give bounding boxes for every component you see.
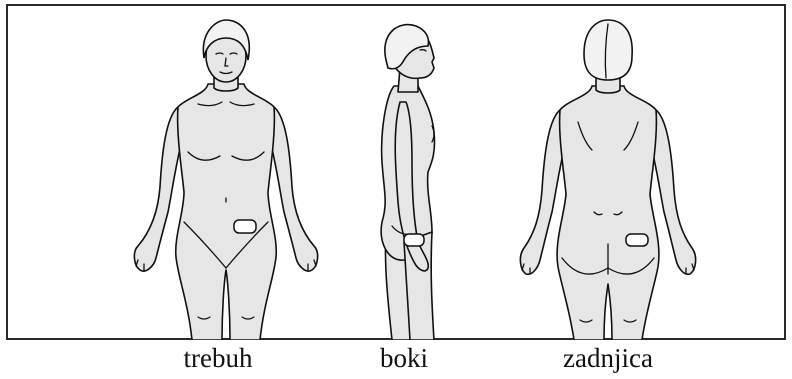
illustration-frame: [6, 4, 786, 340]
back-patch: [626, 234, 648, 246]
front-view-figure: [126, 12, 326, 340]
label-back: zadnjica: [508, 343, 708, 373]
front-patch: [234, 220, 256, 233]
label-front: trebuh: [118, 343, 318, 373]
side-view-figure: [348, 12, 468, 340]
side-patch: [404, 234, 424, 246]
back-view-figure: [508, 12, 708, 340]
label-side: boki: [304, 343, 504, 373]
